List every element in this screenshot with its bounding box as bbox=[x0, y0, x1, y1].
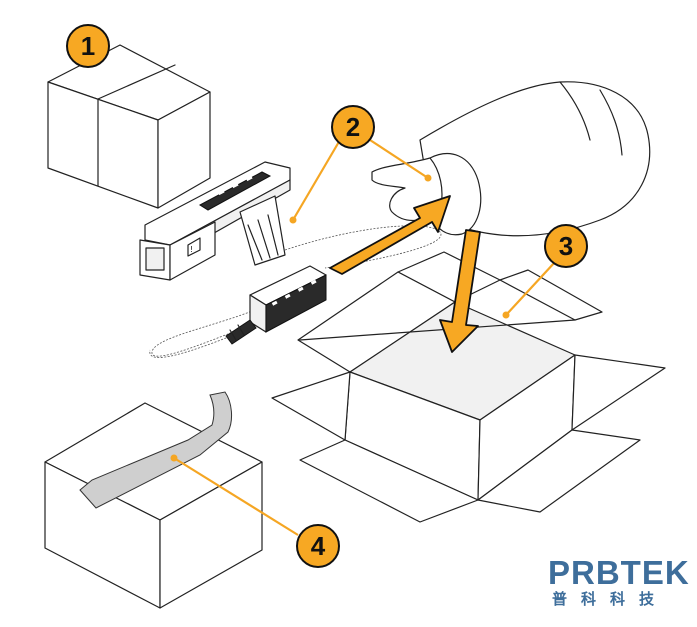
brand-logo: PRBTEK 普科科技 bbox=[548, 554, 690, 609]
termination-box-illustration bbox=[225, 265, 327, 345]
step-number-2: 2 bbox=[346, 112, 360, 142]
callout-dot-3 bbox=[502, 311, 510, 319]
callout-dot-2a bbox=[289, 216, 297, 224]
callout-dot-4 bbox=[170, 454, 178, 462]
antistatic-bag-illustration bbox=[371, 81, 651, 237]
brand-subtitle: 普科科技 bbox=[552, 590, 669, 608]
callout-leader-2a bbox=[292, 139, 341, 221]
step-callout-3: 3 bbox=[544, 224, 588, 268]
sealed-box-illustration bbox=[44, 391, 263, 609]
closed-box-illustration bbox=[47, 44, 211, 209]
step-callout-2: 2 bbox=[331, 105, 375, 149]
svg-text:!: ! bbox=[190, 245, 193, 254]
place-in-box-arrow bbox=[439, 229, 481, 353]
callout-leader-4 bbox=[173, 457, 299, 536]
step-number-3: 3 bbox=[559, 231, 573, 261]
open-box-illustration bbox=[271, 251, 666, 523]
brand-name: PRBTEK bbox=[548, 554, 690, 591]
callout-leader-2b bbox=[369, 139, 429, 179]
current-probe-illustration: ! bbox=[139, 161, 291, 281]
step-callout-4: 4 bbox=[296, 524, 340, 568]
probe-cable bbox=[149, 225, 442, 358]
callout-dot-2b bbox=[424, 174, 432, 182]
step-callout-1: 1 bbox=[66, 24, 110, 68]
callout-leader-3 bbox=[505, 261, 556, 316]
step-number-1: 1 bbox=[81, 31, 95, 61]
step-number-4: 4 bbox=[311, 531, 326, 561]
insert-into-bag-arrow bbox=[329, 195, 451, 275]
